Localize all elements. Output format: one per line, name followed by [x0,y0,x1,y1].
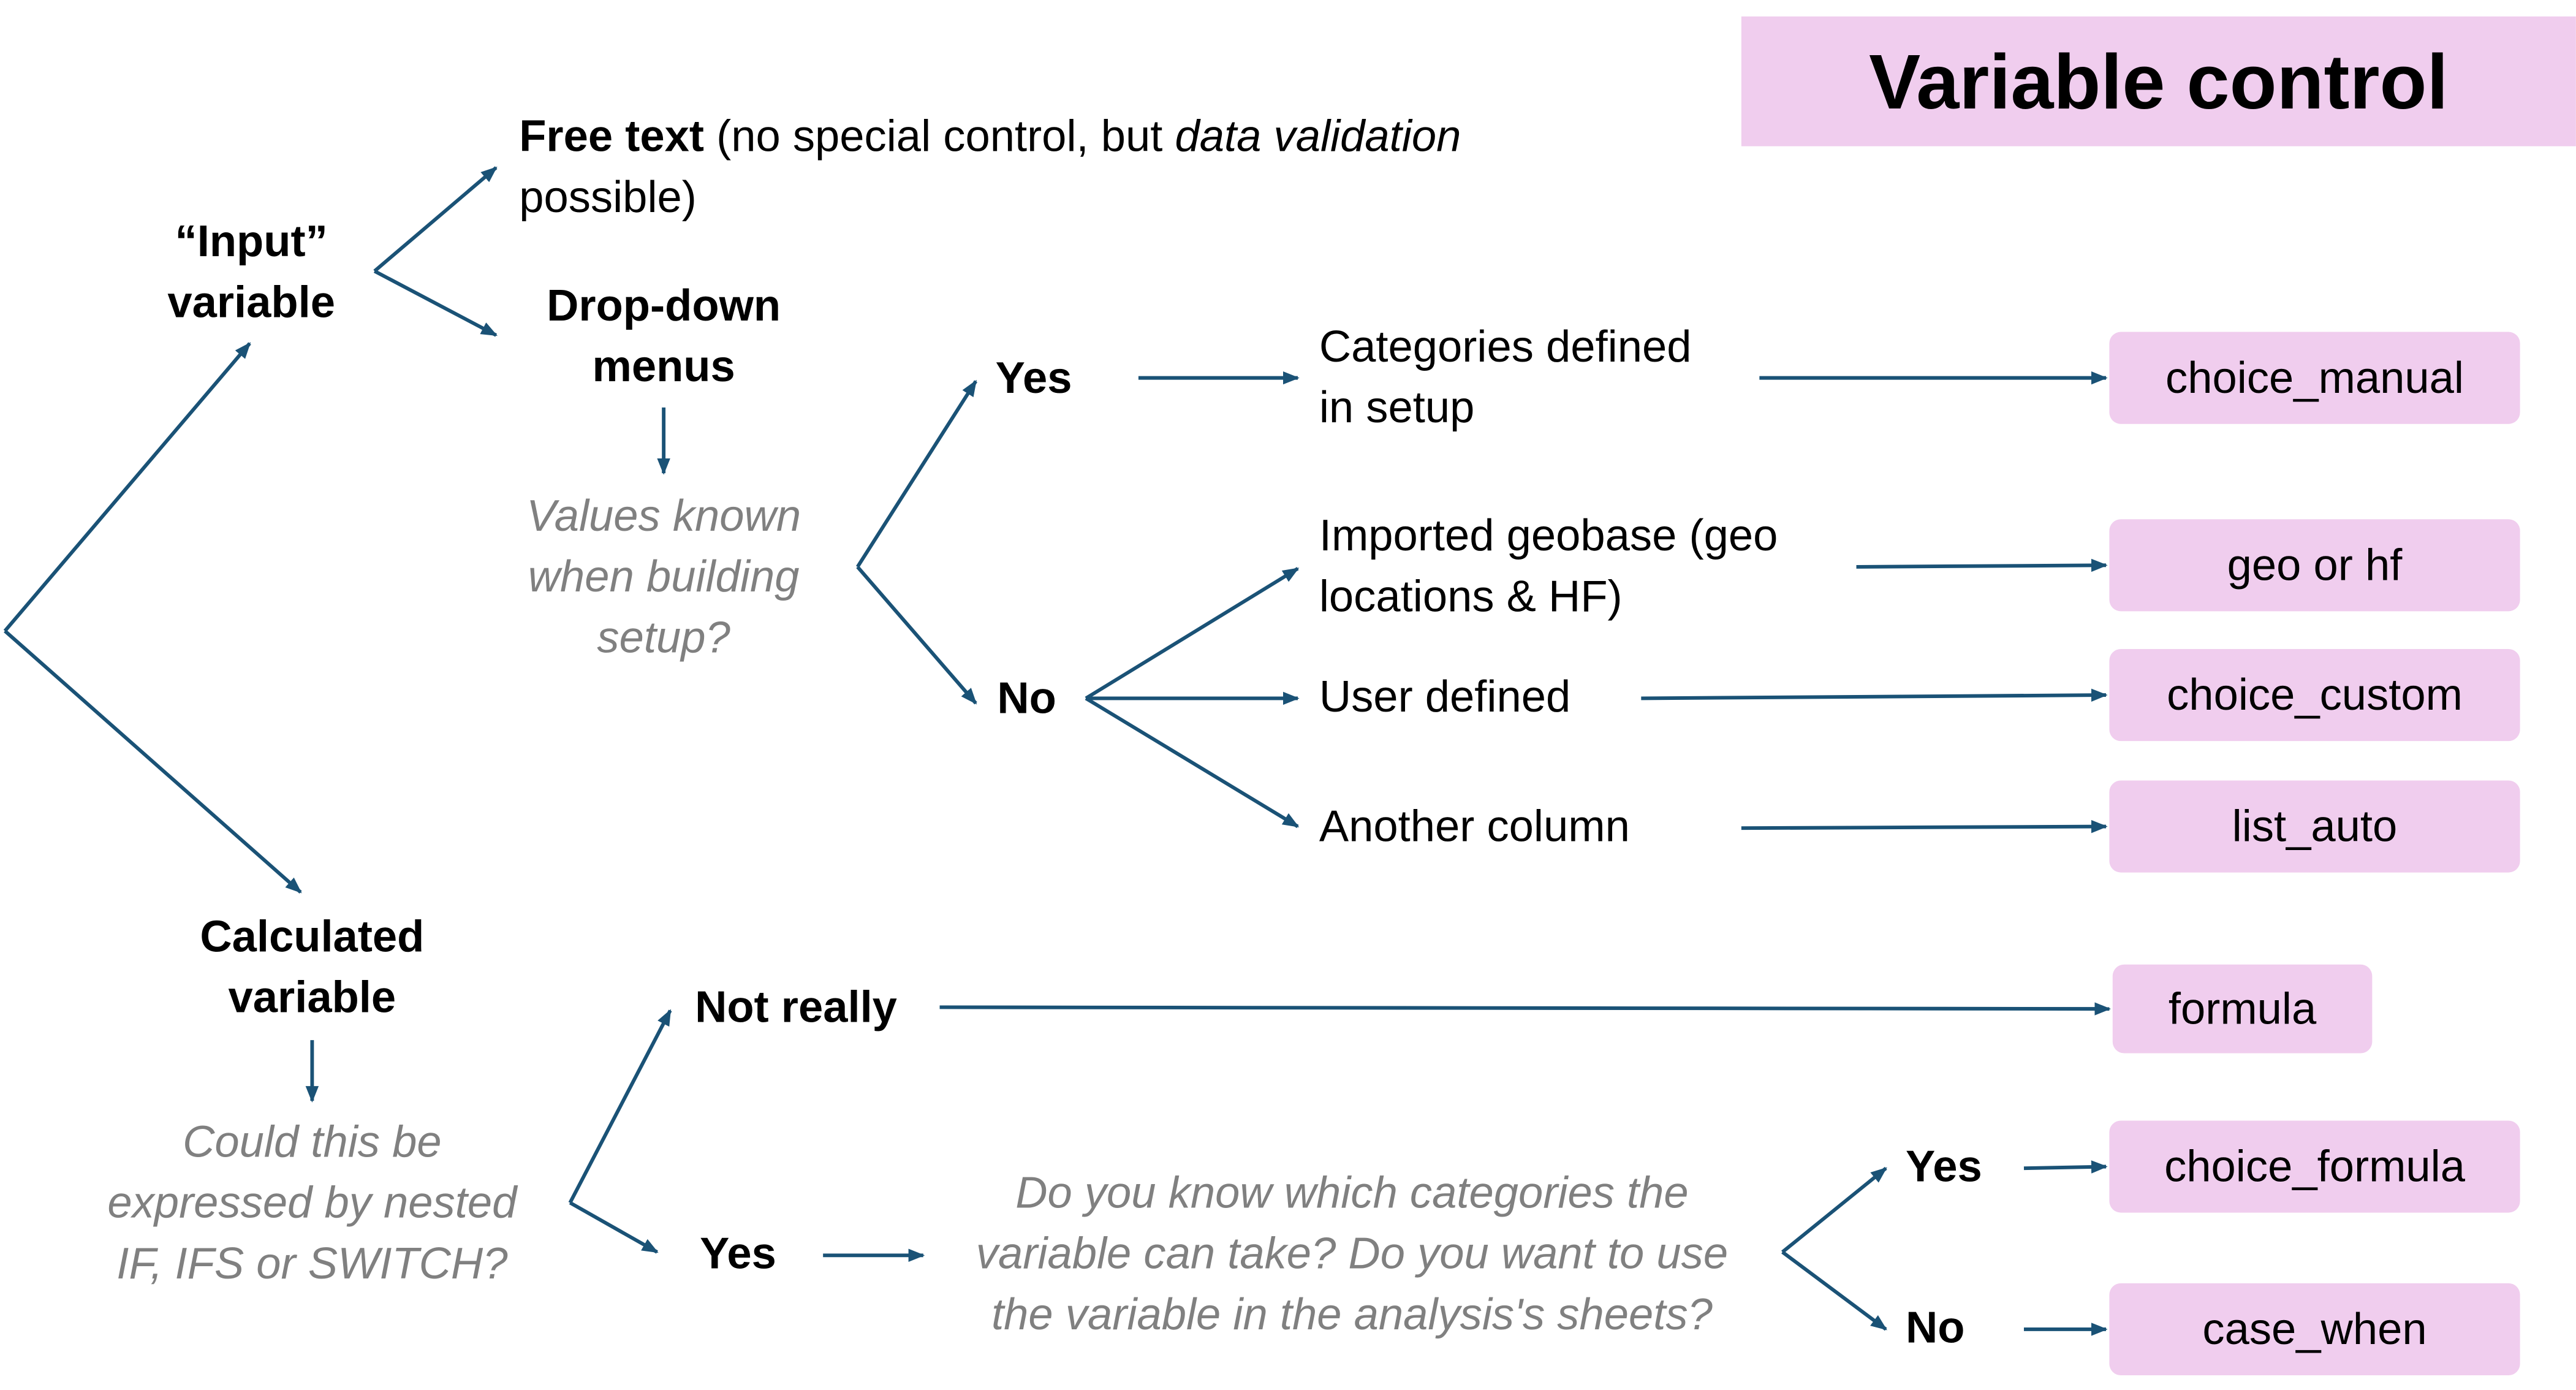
result-choice-formula-label: choice_formula [2164,1141,2465,1191]
categories-known-line1: Do you know which categories the [1015,1168,1689,1218]
arrow-question-to-yes [855,379,978,568]
arrow-yes2-to-choice-formula [2023,1160,2108,1174]
input-variable-label-line1: “Input” [175,216,328,267]
calculated-variable-label: Calculated variable [164,907,460,1028]
free-text-line1: Free text (no special control, but data … [519,107,1461,167]
calc-yes-label: Yes [700,1229,776,1278]
result-case-when: case_when [2109,1283,2520,1375]
yes-label: Yes [995,353,1072,403]
result-geo-or-hf-label: geo or hf [2227,539,2403,590]
title-box: Variable control [1741,16,2576,146]
values-known-line2: when building [528,552,800,602]
arrow-root-to-calculated [4,629,302,894]
user-defined-node: User defined [1319,672,1571,721]
arrow-user-defined-to-choice-custom [1641,688,2108,702]
arrow-no-to-geobase [1085,567,1300,700]
nested-if-line2: expressed by nested [107,1178,517,1228]
result-choice-manual-label: choice_manual [2165,352,2464,402]
imported-geobase-node: Imported geobase (geo locations & HF) [1319,506,1778,628]
arrow-input-to-dropdown [373,269,498,337]
nested-if-question: Could this be expressed by nested IF, IF… [66,1112,558,1295]
geobase-line1: Imported geobase (geo [1319,511,1778,561]
calculated-variable-line1: Calculated [200,911,425,962]
values-known-line1: Values known [526,491,801,541]
free-text-line2: possible) [519,172,697,222]
arrow-question2-to-no2 [1781,1250,1887,1331]
free-text-italic: data validation [1175,112,1461,161]
nested-if-line1: Could this be [183,1117,442,1167]
result-choice-custom-label: choice_custom [2167,669,2463,719]
arrow-root-to-input [3,342,251,632]
nested-if-line3: IF, IFS or SWITCH? [116,1239,508,1288]
arrow-calc-question-to-yes [569,1201,659,1254]
categories-known-question: Do you know which categories the variabl… [925,1163,1779,1346]
arrow-input-to-free-text [373,166,498,273]
arrow-geobase-to-geo-or-hf [1856,558,2108,572]
categories-line1: Categories defined [1319,322,1692,371]
free-text-rest: (no special control, but [703,112,1175,161]
geobase-line2: locations & HF) [1319,571,1623,621]
result-choice-formula: choice_formula [2109,1120,2520,1213]
result-case-when-label: case_when [2202,1304,2427,1353]
result-formula: formula [2112,964,2373,1054]
dropdown-line1: Drop-down [547,281,781,330]
free-text-bold: Free text [519,112,704,161]
values-known-line3: setup? [597,613,730,663]
categories-known-line3: the variable in the analysis's sheets? [991,1289,1713,1340]
arrow-question-to-no [856,566,977,705]
free-text-node: Free text (no special control, but data … [519,107,1461,228]
result-list-auto: list_auto [2109,780,2520,873]
categories-known-line2: variable can take? Do you want to use [975,1229,1729,1278]
page-title: Variable control [1869,37,2449,125]
arrow-calc-question-to-not-really [568,1009,672,1204]
input-variable-label-line2: variable [167,278,336,327]
no2-label: No [1905,1303,1965,1353]
another-column-node: Another column [1319,802,1630,851]
values-known-question: Values known when building setup? [483,487,844,669]
input-variable-label: “Input” variable [115,212,388,333]
result-choice-custom: choice_custom [2109,648,2520,742]
result-choice-manual: choice_manual [2109,332,2520,424]
dropdown-line2: menus [592,341,735,392]
calculated-variable-line2: variable [228,973,396,1022]
no-label: No [997,674,1056,723]
arrow-not-really-to-formula [939,1002,2112,1016]
result-list-auto-label: list_auto [2232,800,2398,851]
yes2-label: Yes [1905,1142,1982,1191]
arrow-another-column-to-list-auto [1741,819,2108,834]
categories-defined-node: Categories defined in setup [1319,317,1692,438]
arrow-question2-to-yes2 [1781,1166,1887,1254]
arrow-no-to-another-column [1085,696,1300,829]
categories-line2: in setup [1319,382,1475,433]
result-formula-label: formula [2168,983,2317,1033]
not-really-label: Not really [695,982,897,1032]
result-geo-or-hf: geo or hf [2109,519,2520,612]
dropdown-menus-node: Drop-down menus [499,276,828,397]
